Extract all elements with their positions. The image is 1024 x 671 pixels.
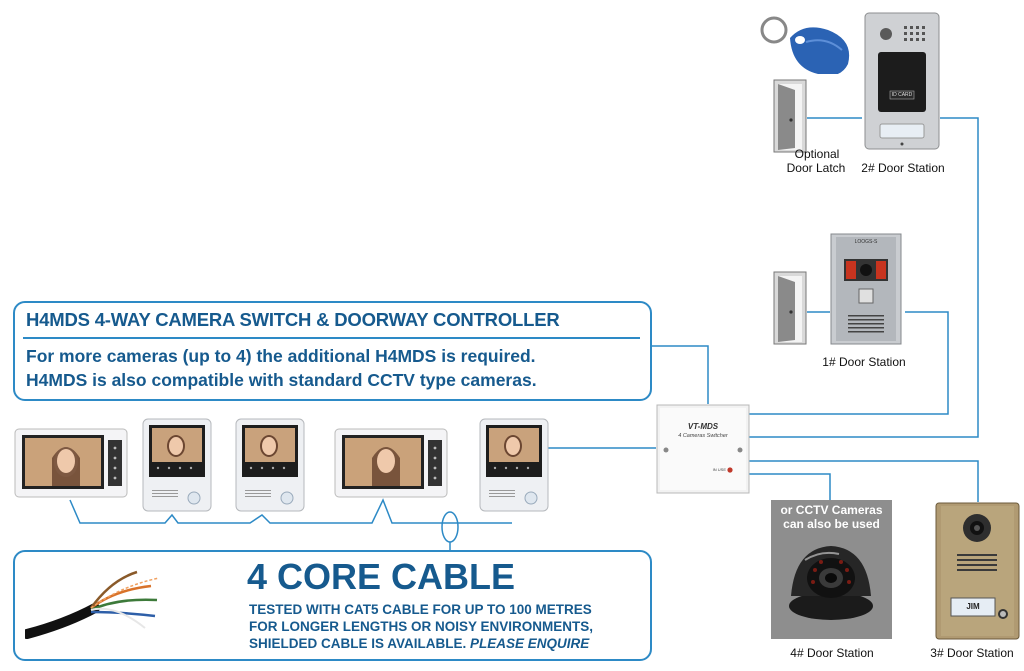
wire-station1	[748, 311, 949, 415]
station2-card-text: ID CARD	[891, 92, 913, 98]
cable-photo	[25, 570, 160, 639]
wire-daisy-chain	[69, 498, 512, 524]
station1-tag: LOOGS-S	[854, 239, 878, 245]
station3-label: 3# Door Station	[930, 646, 1014, 660]
door-latch-icon	[771, 76, 809, 154]
switcher-subtitle: 4 Cameras Switcher	[678, 433, 728, 439]
monitor-handset-1	[142, 418, 212, 512]
station2-label: 2# Door Station	[861, 161, 945, 175]
dome-camera-icon	[789, 546, 873, 620]
door-icon	[771, 268, 809, 346]
cable-box-line2: FOR LONGER LENGTHS OR NOISY ENVIRONMENTS…	[249, 619, 594, 634]
door-station-2: ID CARD	[864, 12, 940, 150]
controller-box-divider	[23, 337, 640, 339]
door-station-1: LOOGS-S	[830, 233, 902, 345]
station1-label: 1# Door Station	[822, 355, 906, 369]
cable-box-title: 4 CORE CABLE	[247, 556, 516, 597]
monitor-wide-2	[334, 428, 448, 498]
wire-station3	[748, 460, 979, 502]
monitor-wide-1	[14, 428, 128, 498]
station3-nameplate: JIM	[966, 602, 980, 611]
camera-switcher: VT-MDS 4 Cameras Switcher IN USE	[656, 404, 750, 494]
wire-camera4	[748, 473, 831, 500]
controller-box-title: H4MDS 4-WAY CAMERA SWITCH & DOORWAY CONT…	[26, 309, 560, 330]
switcher-title: VT-MDS	[687, 422, 719, 431]
controller-info-box: H4MDS 4-WAY CAMERA SWITCH & DOORWAY CONT…	[13, 301, 652, 401]
cable-box-line1: TESTED WITH CAT5 CABLE FOR UP TO 100 MET…	[249, 602, 592, 617]
cable-box-line3-plain: SHIELDED CABLE IS AVAILABLE.	[249, 636, 467, 651]
cable-box-line3: SHIELDED CABLE IS AVAILABLE. PLEASE ENQU…	[249, 636, 589, 651]
monitor-handset-3	[479, 418, 549, 512]
cable-info-box: 4 CORE CABLE TESTED WITH CAT5 CABLE FOR …	[13, 550, 652, 661]
door-latch-label: Optional Door Latch	[786, 147, 846, 175]
cable-loop	[441, 511, 459, 543]
door-station-3: JIM	[935, 502, 1020, 640]
cctv-camera-panel: or CCTV Cameras can also be used	[771, 500, 892, 639]
wire-station2	[748, 117, 979, 438]
monitor-handset-2	[235, 418, 305, 512]
controller-box-line2: H4MDS is also compatible with standard C…	[26, 370, 537, 390]
switcher-led-label: IN USE	[712, 467, 726, 472]
cctv-caption: or CCTV Cameras can also be used	[780, 503, 883, 531]
cable-box-line3-enquire: PLEASE ENQUIRE	[470, 636, 590, 651]
station4-label: 4# Door Station	[790, 646, 874, 660]
rfid-keyfob	[756, 12, 856, 76]
wire-controller-box	[650, 345, 709, 404]
controller-box-line1: For more cameras (up to 4) the additiona…	[26, 346, 536, 366]
